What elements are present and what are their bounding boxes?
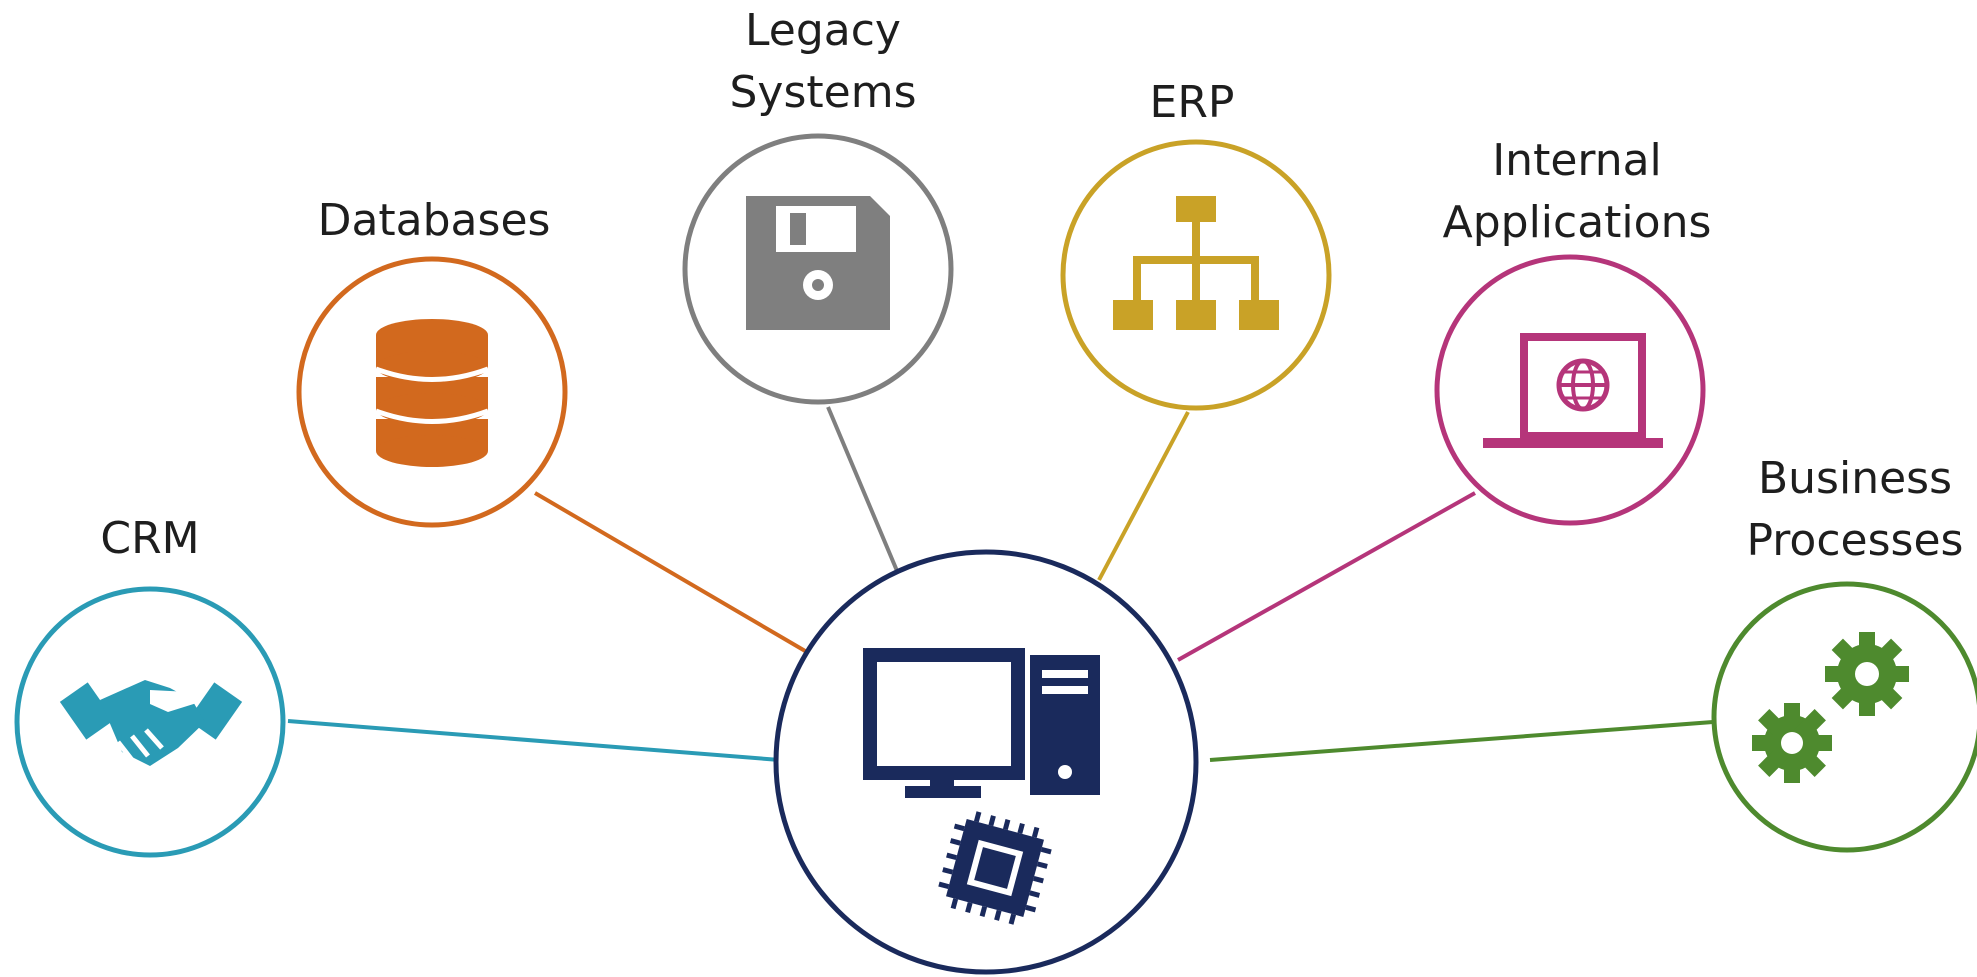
node-databases: [296, 256, 568, 528]
label-line: Applications: [1442, 197, 1712, 248]
connector-databases: [533, 491, 814, 657]
label-line: Internal: [1492, 135, 1662, 186]
connector-crm: [287, 719, 781, 762]
connector-internal: [1177, 491, 1476, 662]
computer-with-chip-icon: [863, 648, 1100, 925]
label-crm: CRM: [100, 508, 199, 570]
label-line: Business: [1757, 453, 1953, 504]
label-line: Systems: [729, 67, 917, 118]
node-erp: [1060, 139, 1332, 411]
org-chart-icon: [1113, 196, 1279, 330]
label-erp: ERP: [1150, 72, 1235, 134]
node-crm: [14, 586, 286, 858]
database-icon: [375, 319, 489, 467]
central-hub: [773, 549, 1199, 975]
label-internal-applications: Internal Applications: [1443, 130, 1712, 254]
connector-legacy: [826, 406, 902, 579]
label-line: CRM: [100, 513, 200, 564]
node-internal-applications: [1434, 254, 1706, 526]
floppy-disk-icon: [746, 196, 890, 330]
label-business-processes: Business Processes: [1747, 448, 1964, 572]
label-line: Databases: [317, 195, 551, 246]
connector-business: [1209, 720, 1714, 762]
connector-erp: [1097, 411, 1190, 581]
node-business-processes: [1711, 581, 1977, 853]
label-line: ERP: [1149, 77, 1235, 128]
gears-icon: [1752, 632, 1909, 783]
label-line: Processes: [1746, 515, 1964, 566]
label-legacy-systems: Legacy Systems: [730, 0, 917, 124]
laptop-globe-icon: [1483, 333, 1663, 448]
label-line: Legacy: [745, 5, 901, 56]
label-databases: Databases: [318, 190, 551, 252]
handshake-icon: [59, 680, 243, 766]
node-legacy-systems: [682, 133, 954, 405]
